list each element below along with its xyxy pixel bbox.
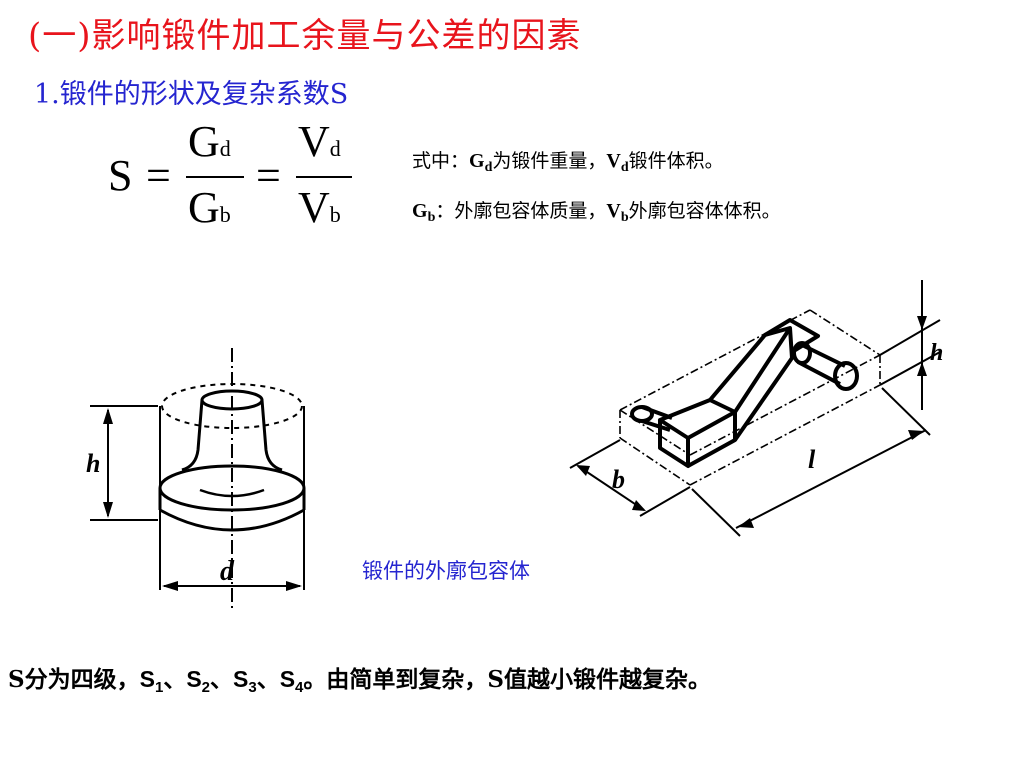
grade-s2-sym: S: [186, 666, 202, 692]
sep-1: 、: [163, 666, 187, 693]
def1-prefix: 式中：: [412, 150, 470, 172]
frac1-bar: [186, 176, 244, 178]
figure-caption: 锻件的外廓包容体: [362, 559, 530, 583]
def2-sym2: V: [606, 200, 621, 222]
def2-sub1: b: [427, 210, 436, 225]
label-d: d: [220, 556, 235, 587]
label-l: l: [808, 445, 816, 474]
label-h-right: h: [930, 340, 943, 366]
label-b: b: [612, 465, 625, 494]
sep-3: 、: [256, 666, 280, 693]
definition-line-1: 式中：Gd为锻件重量，Vd锻件体积。: [412, 146, 724, 176]
grade-order: 。由简单到复杂，: [303, 666, 488, 693]
def2-sym1: G: [412, 200, 428, 222]
def1-text2: 锻件体积。: [628, 150, 724, 172]
def1-sym1: G: [469, 150, 485, 172]
grade-intro: S分为四级，: [8, 666, 140, 693]
grade-s3-sub: 3: [248, 679, 257, 696]
formula-equals-2: =: [256, 151, 281, 200]
section-heading: 1.锻件的形状及复杂系数S: [34, 79, 349, 110]
def1-sub1: d: [484, 160, 493, 175]
label-h-left: h: [86, 449, 100, 478]
grade-conclusion: S值越小锻件越复杂。: [487, 666, 711, 693]
crank-forging-drawing: b l h: [569, 280, 943, 537]
def2-text2: 外廓包容体体积。: [628, 200, 781, 222]
grade-s4-sym: S: [279, 666, 296, 692]
formula-lhs: S: [108, 151, 133, 200]
def1-sub2: d: [620, 160, 629, 175]
grade-s3-sym: S: [233, 666, 249, 692]
grade-s1-sub: 1: [154, 679, 164, 696]
complexity-formula: S = Gd Gb = Vd Vb: [108, 118, 358, 238]
def1-sym2: V: [606, 150, 621, 172]
round-forging-drawing: h d: [86, 348, 306, 610]
grade-s2-sub: 2: [201, 679, 210, 696]
formula-equals-1: =: [146, 151, 171, 200]
def2-text1: ：外廓包容体质量，: [435, 200, 607, 222]
frac2-denominator: Vb: [298, 183, 341, 232]
frac2-numerator: Vd: [298, 117, 341, 166]
grade-s4-sub: 4: [295, 679, 304, 696]
grade-s1-sym: S: [139, 666, 155, 692]
slide-title: (一)影响锻件加工余量与公差的因素: [28, 16, 582, 56]
def1-text1: 为锻件重量，: [492, 150, 607, 172]
frac1-numerator: Gd: [188, 117, 231, 166]
frac1-denominator: Gb: [188, 183, 231, 232]
definition-line-2: Gb：外廓包容体质量，Vb外廓包容体体积。: [412, 196, 781, 226]
grade-statement: S分为四级，S1、S2、S3、S4。由简单到复杂，S值越小锻件越复杂。: [8, 660, 711, 696]
sep-2: 、: [210, 666, 233, 693]
frac2-bar: [296, 176, 352, 178]
def2-sub2: b: [620, 210, 629, 225]
